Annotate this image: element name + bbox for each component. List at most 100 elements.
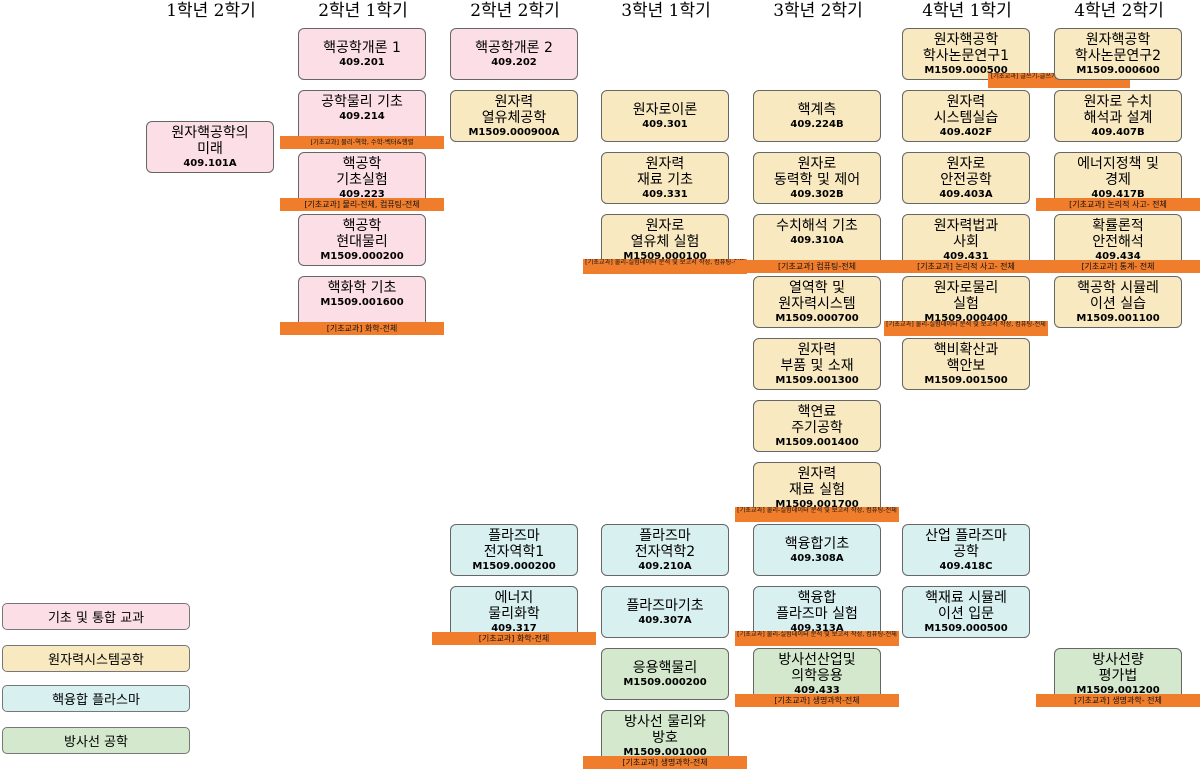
prerequisite-tag: [기초교과] 물리-역학, 수학-벡터&행렬 xyxy=(280,136,444,149)
course-code: 409.214 xyxy=(339,111,385,122)
course-code: 409.418C xyxy=(939,560,993,572)
course-name: 플라즈마 전자역학1 xyxy=(483,527,545,560)
prerequisite-tag: [기초교과] 통계- 전체 xyxy=(1036,260,1200,273)
semester-header: 2학년 2학기 xyxy=(470,1,560,21)
course-name: 원자력법과 사회 xyxy=(933,218,999,250)
course-name: 핵화학 기초 xyxy=(327,280,397,296)
course-name: 원자로 열유체 실험 xyxy=(630,218,700,250)
course-code: 409.224B xyxy=(790,118,844,130)
course-code: 409.407B xyxy=(1091,126,1145,138)
course-name: 원자력 재료 기초 xyxy=(637,155,693,188)
course-code: M1509.001300 xyxy=(775,374,859,386)
semester-header: 2학년 1학기 xyxy=(318,1,408,21)
course-name: 수치해석 기초 xyxy=(776,218,858,234)
course-name: 원자력 부품 및 소재 xyxy=(780,341,854,374)
prerequisite-tag: [기초교과] 물리-전체, 컴퓨팅-전체 xyxy=(280,198,444,211)
legend-label: 원자력시스템공학 xyxy=(48,653,144,668)
legend-item-radiation: 방사선 공학 xyxy=(2,727,190,754)
course-code: M1509.001400 xyxy=(775,436,859,448)
course-name: 핵공학개론 2 xyxy=(475,39,553,56)
legend-label: 핵융합 플라스마 xyxy=(52,693,140,708)
course-name: 원자로이론 xyxy=(632,101,698,118)
semester-header: 3학년 1학기 xyxy=(621,1,711,21)
prerequisite-tag: [기초교과] 논리적 사고- 전체 xyxy=(884,260,1048,273)
course-code: 409.402F xyxy=(939,126,993,138)
course-code: M1509.000500 xyxy=(924,622,1008,634)
course-name: 핵융합기초 xyxy=(784,535,850,552)
course-code: 409.313A xyxy=(790,623,844,634)
course-name: 핵계측 xyxy=(797,101,837,118)
prerequisite-tag: [기초교과] 생명과학- 전체 xyxy=(1036,694,1200,707)
course-code: M1509.001000 xyxy=(623,747,707,758)
legend-label: 기초 및 통합 교과 xyxy=(47,611,145,626)
course-code: M1509.000700 xyxy=(775,312,859,324)
course-name: 핵공학개론 1 xyxy=(323,39,401,56)
course-code: 409.308A xyxy=(790,552,844,564)
course-code: 409.431 xyxy=(943,251,989,262)
prerequisite-tag: [기초교과] 화학-전체 xyxy=(432,632,596,645)
legend-item-plasma: 핵융합 플라스마 xyxy=(2,685,190,712)
prerequisite-tag: [기초교과] 생명과학-전체 xyxy=(583,756,747,769)
course-name: 원자력 재료 실험 xyxy=(789,466,845,498)
course-code: M1509.000200 xyxy=(320,250,404,262)
course-code: 409.101A xyxy=(183,157,237,169)
course-code: 409.317 xyxy=(491,623,537,634)
course-name: 산업 플라즈마 공학 xyxy=(925,527,1007,560)
course-name: 확률론적 안전해석 xyxy=(1092,218,1144,250)
course-code: 409.301 xyxy=(642,118,688,130)
course-code: 409.331 xyxy=(642,188,688,200)
course-code: 409.223 xyxy=(339,189,385,200)
course-name: 에너지정책 및 경제 xyxy=(1077,156,1159,188)
course-code: M1509.000400 xyxy=(924,313,1008,324)
prerequisite-tag: [기초교과] 컴퓨팅-전체 xyxy=(735,260,899,273)
course-code: M1509.000500 xyxy=(924,65,1008,76)
course-name: 응용핵물리 xyxy=(632,659,698,676)
semester-header: 1학년 2학기 xyxy=(166,1,256,21)
course-code: 409.417B xyxy=(1091,189,1145,200)
legend-label: 방사선 공학 xyxy=(64,735,128,750)
course-name: 원자로 안전공학 xyxy=(940,155,992,188)
course-code: M1509.001700 xyxy=(775,499,859,510)
course-code: 409.310A xyxy=(790,235,844,246)
course-code: 409.433 xyxy=(794,685,840,696)
course-name: 핵비확산과 핵안보 xyxy=(933,341,999,374)
semester-header: 4학년 1학기 xyxy=(922,1,1012,21)
course-code: 409.403A xyxy=(939,188,993,200)
course-name: 핵공학 시뮬레 이션 실습 xyxy=(1077,279,1159,312)
course-name: 원자로물리 실험 xyxy=(933,280,999,312)
course-code: M1509.000600 xyxy=(1076,64,1160,76)
legend-item-nuclear: 원자력시스템공학 xyxy=(2,645,190,672)
course-name: 원자로 수치 해석과 설계 xyxy=(1083,93,1153,126)
course-code: M1509.000900A xyxy=(468,126,560,138)
course-name: 원자로 동력학 및 제어 xyxy=(773,155,861,188)
